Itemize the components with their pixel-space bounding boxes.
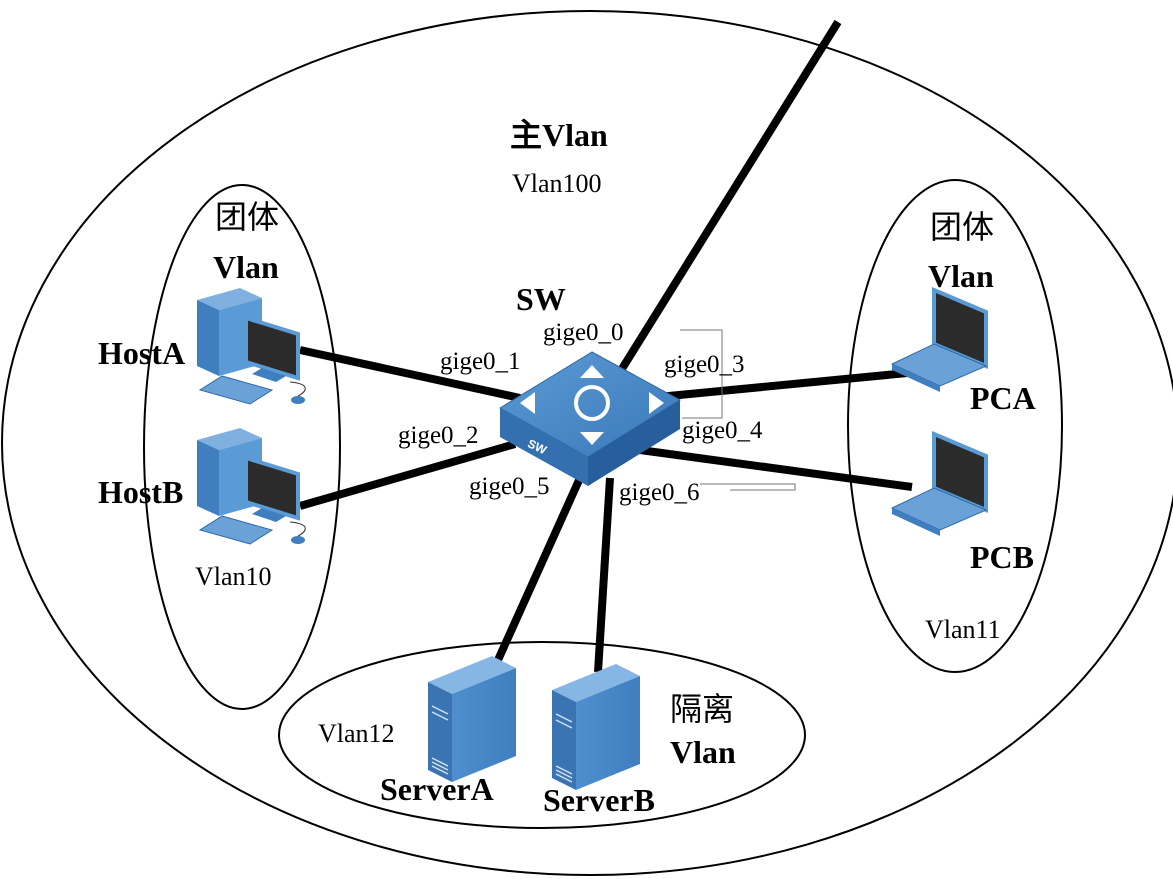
group-right-id: Vlan11 [925, 615, 1001, 644]
port-label-gige0-6: gige0_6 [619, 479, 700, 506]
group-left-title-2: Vlan [213, 249, 279, 285]
host-a-desktop-icon [197, 288, 306, 405]
link-hostb [298, 440, 517, 510]
pcb-laptop-icon [890, 430, 988, 536]
group-left-title-1: 团体 [215, 199, 279, 235]
link-serverb [594, 477, 614, 673]
server-b-label: ServerB [543, 782, 655, 818]
group-vlan-left-ellipse [143, 184, 341, 710]
host-b-label: HostB [98, 474, 183, 510]
uplink-line [616, 19, 842, 375]
isolated-title-1: 隔离 [670, 691, 734, 727]
port-callout-line [680, 329, 723, 419]
host-b-desktop-icon [197, 428, 306, 545]
port-label-gige0-2: gige0_2 [398, 422, 479, 449]
server-a-icon [428, 656, 516, 782]
isolated-vlan-ellipse [278, 641, 806, 829]
links [298, 19, 919, 673]
main-vlan-id: Vlan100 [512, 169, 602, 198]
group-right-title-2: Vlan [928, 258, 994, 294]
pcb-label: PCB [970, 539, 1034, 575]
main-vlan-title: 主Vlan [510, 117, 608, 153]
port-label-gige0-5: gige0_5 [469, 473, 550, 500]
port-label-gige0-0: gige0_0 [543, 319, 624, 346]
switch-name: SW [516, 281, 566, 317]
isolated-id: Vlan12 [318, 719, 395, 748]
group-left-id: Vlan10 [195, 562, 272, 591]
pca-laptop-icon [890, 286, 988, 392]
link-pcb [639, 446, 913, 491]
pca-label: PCA [970, 380, 1036, 416]
group-vlan-right-ellipse [847, 179, 1063, 673]
server-b-icon [552, 664, 640, 790]
group-right-title-1: 团体 [930, 209, 994, 245]
link-hosta [299, 346, 521, 402]
port-label-gige0-4: gige0_4 [682, 417, 763, 444]
main-vlan-ellipse [1, 10, 1173, 876]
host-a-label: HostA [98, 335, 185, 371]
switch-icon: SW [499, 351, 681, 486]
port-callout-line-2 [700, 483, 796, 491]
isolated-title-2: Vlan [670, 734, 736, 770]
port-label-gige0-1: gige0_1 [440, 348, 521, 375]
port-label-gige0-3: gige0_3 [664, 351, 745, 378]
server-a-label: ServerA [380, 771, 494, 807]
link-pca [647, 368, 919, 402]
link-servera [494, 476, 584, 662]
